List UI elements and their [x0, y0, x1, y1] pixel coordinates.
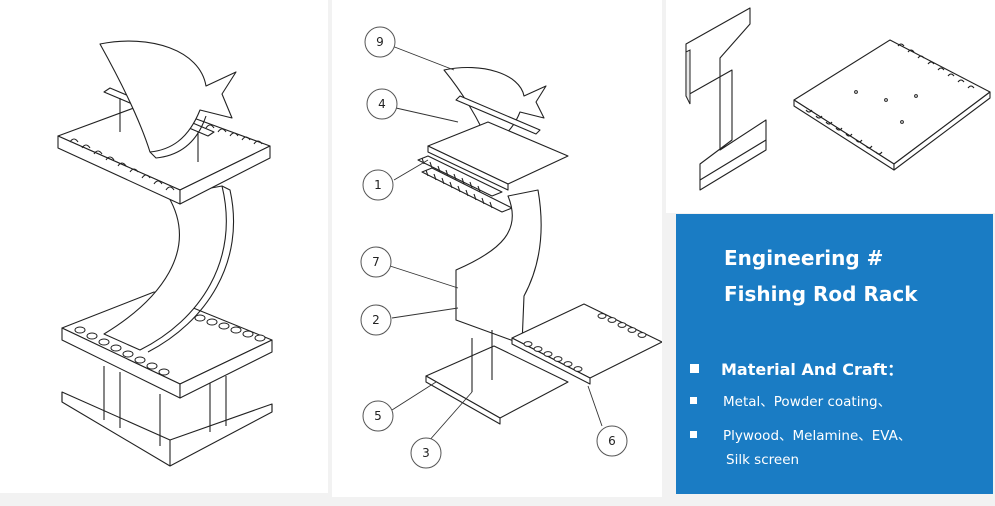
top-shelf-slots: [69, 124, 263, 191]
callout-6: 6: [587, 385, 628, 457]
comb-plate-holes: [854, 90, 918, 124]
callout-4-label: 4: [378, 97, 386, 111]
lower-shelf-part-holes: [523, 313, 647, 372]
curved-column: [103, 185, 227, 351]
lower-shelf-side: [179, 339, 273, 399]
comb-1: [417, 155, 503, 197]
callout-5-label: 5: [374, 409, 382, 423]
rail-posts: [119, 98, 199, 162]
callout-7: 7: [360, 246, 459, 289]
exploded-rack-drawing: 9 4 1 7 2 5 3: [360, 26, 662, 469]
lower-shelf-holes: [74, 314, 266, 376]
square-bullet-icon: [690, 396, 697, 404]
exploded-rail: [455, 95, 541, 135]
exploded-top-shelf-front: [427, 145, 509, 191]
callout-4: 4: [366, 88, 459, 123]
base-plate-part-front: [425, 375, 501, 425]
base-plate: [61, 391, 273, 467]
title-line-2: Fishing Rod Rack: [724, 282, 918, 306]
material-heading: Material And Craft：: [690, 356, 903, 380]
callout-2: 2: [360, 304, 459, 336]
material-line-2: Plywood、Melamine、EVA、: [690, 424, 911, 444]
square-bullet-icon: [690, 364, 699, 373]
callout-7-label: 7: [372, 255, 380, 269]
title-line-1: Engineering #: [724, 246, 884, 270]
fish-sign: [99, 40, 237, 153]
parts-drawing: [685, 7, 991, 191]
comb-teeth: [421, 157, 493, 209]
base-edges: [61, 392, 273, 466]
comb-plate-part: [793, 39, 991, 165]
assembled-view-panel: [0, 0, 328, 493]
callout-1-label: 1: [374, 178, 382, 192]
exploded-column: [455, 189, 542, 345]
callout-3: 3: [410, 391, 473, 469]
material-line-1-text: Metal、Powder coating、: [723, 394, 892, 410]
callout-9: 9: [364, 26, 455, 71]
info-panel: Engineering # Fishing Rod Rack Material …: [676, 214, 993, 494]
callout-9-label: 9: [376, 35, 384, 49]
column-panel-edge: [685, 44, 691, 105]
callout-5: 5: [362, 381, 437, 432]
callout-2-label: 2: [372, 313, 380, 327]
base-legs: [103, 366, 227, 446]
parts-view-panel: [666, 0, 995, 213]
base-support: [471, 330, 493, 392]
fish-edge: [149, 115, 207, 159]
material-line-3: Silk screen: [726, 452, 800, 468]
callout-3-label: 3: [422, 446, 430, 460]
callout-6-label: 6: [608, 434, 616, 448]
exploded-view-panel: 9 4 1 7 2 5 3: [332, 0, 662, 497]
column-panel-bottom: [699, 140, 767, 191]
material-line-1: Metal、Powder coating、: [690, 390, 891, 410]
comb-plate-side: [893, 91, 991, 171]
comb-plate-slots: [805, 43, 975, 155]
material-line-2-text: Plywood、Melamine、EVA、: [723, 428, 912, 444]
assembled-rack-drawing: [57, 40, 273, 467]
callout-1: 1: [362, 159, 429, 201]
column-edge: [147, 185, 235, 353]
top-shelf-side: [179, 145, 271, 205]
material-heading-text: Material And Craft：: [721, 360, 904, 379]
square-bullet-icon: [690, 430, 697, 438]
column-panel-part: [685, 7, 767, 181]
